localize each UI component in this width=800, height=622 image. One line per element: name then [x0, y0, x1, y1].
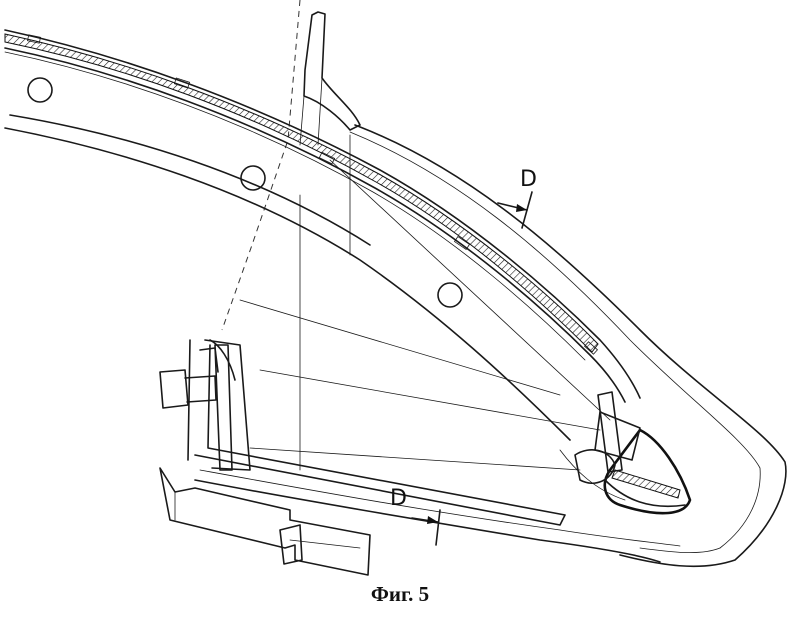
- composite-skin-inner: [4, 47, 626, 403]
- hole-2: [240, 165, 266, 191]
- inner-l-profile: [194, 344, 566, 526]
- hole-1: [27, 77, 53, 103]
- center-axis-line: [221, 0, 301, 331]
- left-vertical-plate: [214, 344, 233, 471]
- outer-fairing-lower: [194, 479, 661, 563]
- section-label-upper: D: [520, 167, 537, 192]
- outer-fairing-inner-line: [349, 131, 761, 549]
- composite-skin-outer: [4, 29, 641, 399]
- hole-3: [437, 282, 463, 308]
- outer-fairing-upper: [354, 124, 787, 568]
- lower-curved-body: [4, 127, 571, 441]
- technical-drawing: D D: [4, 0, 787, 576]
- bolt-assembly: [159, 369, 189, 409]
- section-arrow-lower: [435, 509, 441, 546]
- section-label-lower: D: [390, 486, 407, 511]
- composite-skin-hatch: [4, 33, 599, 353]
- nose-seal-insert: [603, 428, 692, 515]
- figure-caption: Фиг. 5: [370, 582, 430, 606]
- upper-flange-plate: [303, 11, 361, 131]
- lower-left-flange: [159, 467, 371, 576]
